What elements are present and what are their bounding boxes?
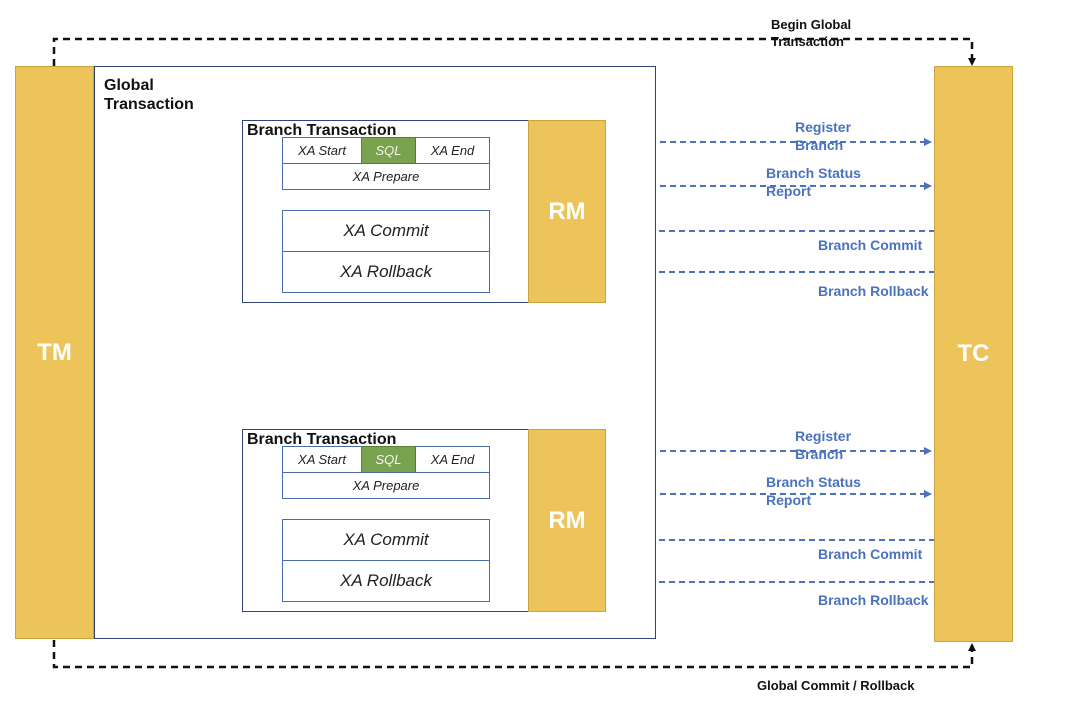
begin-global-label: Begin Global Transaction — [771, 17, 852, 49]
xa-prepare-2: XA Prepare — [282, 472, 490, 499]
tm-block: TM — [15, 66, 94, 639]
status-label-1: Branch Status Report — [766, 165, 861, 199]
rm-label-2: RM — [548, 506, 586, 534]
global-commit-label: Global Commit / Rollback — [757, 678, 915, 693]
rm-label-1: RM — [548, 197, 586, 225]
tc-block: TC — [934, 66, 1013, 642]
xa-prepare-1: XA Prepare — [282, 163, 490, 190]
xa-start-1: XA Start — [282, 137, 362, 164]
xa-end-1: XA End — [415, 137, 490, 164]
sql-cell-2: SQL — [361, 446, 416, 473]
xa-rollback-2: XA Rollback — [282, 560, 490, 602]
branch-title-1: Branch Transaction — [247, 122, 397, 139]
sql-cell-1: SQL — [361, 137, 416, 164]
xa-commit-2: XA Commit — [282, 519, 490, 561]
commit-label-2: Branch Commit — [818, 546, 923, 562]
global-commit-line — [52, 640, 976, 669]
xa-rollback-1: XA Rollback — [282, 251, 490, 293]
status-label-2: Branch Status Report — [766, 474, 861, 508]
register-label-1: Register Branch — [795, 119, 852, 153]
commit-label-1: Branch Commit — [818, 237, 923, 253]
tc-label: TC — [957, 340, 990, 367]
begin-global-line — [52, 37, 976, 66]
rm-block-1: RM — [528, 120, 606, 303]
xa-end-2: XA End — [415, 446, 490, 473]
rollback-label-1: Branch Rollback — [818, 283, 929, 299]
tm-label: TM — [37, 338, 72, 366]
xa-start-2: XA Start — [282, 446, 362, 473]
branch-title-2: Branch Transaction — [247, 431, 397, 448]
global-transaction-title: Global Transaction — [104, 77, 194, 113]
xa-commit-1: XA Commit — [282, 210, 490, 252]
rollback-label-2: Branch Rollback — [818, 592, 929, 608]
rm-block-2: RM — [528, 429, 606, 612]
register-label-2: Register Branch — [795, 428, 852, 462]
